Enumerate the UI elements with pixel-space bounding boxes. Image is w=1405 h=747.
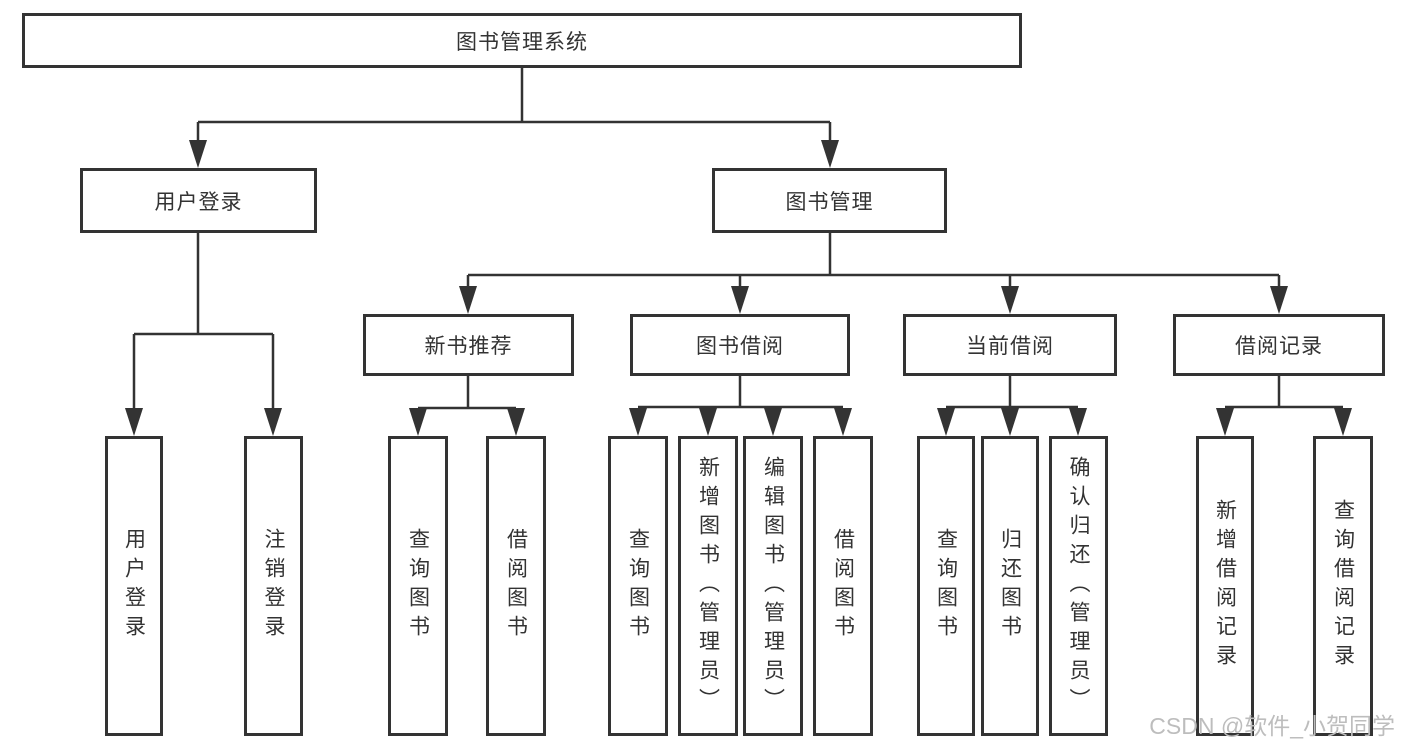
leaf-query-books-borrow-label: 查询图书	[626, 528, 650, 644]
leaf-query-books-current: 查询图书	[917, 436, 975, 736]
leaf-return-books: 归还图书	[981, 436, 1039, 736]
node-root-system: 图书管理系统	[22, 13, 1022, 68]
leaf-confirm-return-admin-label: 确认归还（管理员）	[1067, 455, 1090, 717]
csdn-watermark: CSDN @软件_小贺同学	[1149, 713, 1395, 739]
leaf-add-borrow-record: 新增借阅记录	[1196, 436, 1254, 736]
leaf-add-books-admin: 新增图书（管理员）	[678, 436, 738, 736]
leaf-logout: 注销登录	[244, 436, 303, 736]
leaf-add-borrow-record-label: 新增借阅记录	[1213, 499, 1237, 673]
leaf-logout-label: 注销登录	[262, 528, 285, 644]
node-book-management-label: 图书管理	[785, 190, 874, 214]
leaf-edit-books-admin-label: 编辑图书（管理员）	[761, 455, 785, 717]
node-borrow-records: 借阅记录	[1173, 314, 1385, 376]
node-book-borrow-label: 图书借阅	[696, 335, 784, 358]
leaf-borrow-books-recommend-label: 借阅图书	[504, 528, 528, 644]
leaf-query-borrow-record: 查询借阅记录	[1313, 436, 1373, 736]
leaf-confirm-return-admin: 确认归还（管理员）	[1049, 436, 1108, 736]
node-current-borrow-label: 当前借阅	[966, 335, 1054, 358]
node-new-book-recommend: 新书推荐	[363, 314, 574, 376]
node-root-label: 图书管理系统	[456, 30, 588, 54]
leaf-add-books-admin-label: 新增图书（管理员）	[696, 455, 720, 717]
leaf-query-books-recommend-label: 查询图书	[406, 528, 430, 644]
leaf-user-login-label: 用户登录	[122, 528, 146, 644]
node-new-book-recommend-label: 新书推荐	[424, 335, 513, 358]
leaf-query-books-borrow: 查询图书	[608, 436, 668, 736]
leaf-borrow-books-label: 借阅图书	[831, 528, 855, 644]
leaf-borrow-books-recommend: 借阅图书	[486, 436, 546, 736]
node-borrow-records-label: 借阅记录	[1235, 335, 1323, 358]
leaf-borrow-books: 借阅图书	[813, 436, 873, 736]
leaf-query-borrow-record-label: 查询借阅记录	[1331, 499, 1355, 673]
node-user-login: 用户登录	[80, 168, 317, 233]
leaf-query-books-current-label: 查询图书	[934, 528, 958, 644]
node-book-borrow: 图书借阅	[630, 314, 850, 376]
leaf-return-books-label: 归还图书	[998, 528, 1022, 644]
node-book-management: 图书管理	[712, 168, 947, 233]
arrowheads	[125, 140, 1352, 436]
leaf-edit-books-admin: 编辑图书（管理员）	[743, 436, 803, 736]
leaf-user-login: 用户登录	[105, 436, 163, 736]
node-user-login-label: 用户登录	[154, 190, 243, 214]
node-current-borrow: 当前借阅	[903, 314, 1117, 376]
leaf-query-books-recommend: 查询图书	[388, 436, 448, 736]
